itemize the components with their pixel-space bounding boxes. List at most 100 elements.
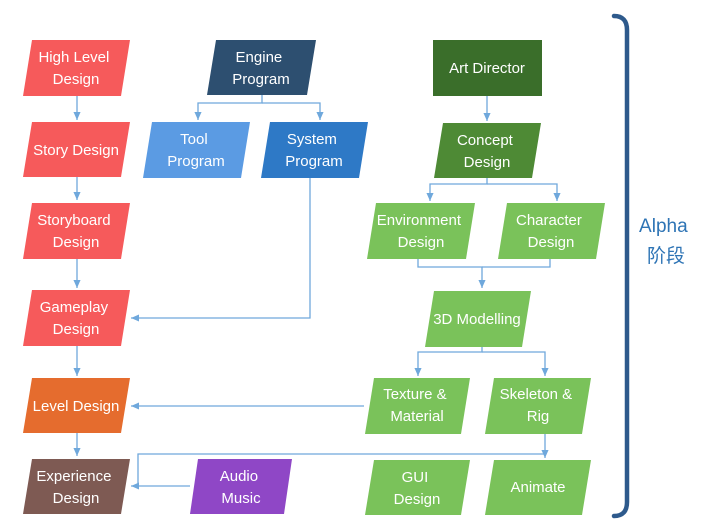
system-program-line1: System: [287, 131, 337, 148]
gui-design-line1: GUI: [402, 469, 429, 486]
node-texture-material: Texture & Material: [365, 378, 470, 434]
engine-program-shape: [207, 40, 316, 95]
level-design-shape: [23, 378, 130, 433]
high-level-design-shape: [23, 40, 130, 96]
level-design-line1: Level Design: [33, 398, 120, 415]
connector-engine-to-tool: [194, 95, 263, 120]
gui-design-shape: [365, 460, 470, 515]
skeleton-rig-shape: [485, 378, 591, 434]
tool-program-line2: Program: [167, 153, 225, 170]
concept-design-line1: Concept: [457, 132, 514, 149]
connector-environment-to-modelling: [417, 259, 486, 288]
svg-text:Art Director: Art Director: [449, 60, 525, 77]
art-director-shape: [433, 40, 542, 96]
audio-music-line1: Audio: [220, 468, 258, 485]
engine-program-line2: Program: [232, 71, 290, 88]
tool-program-line1: Tool: [180, 131, 208, 148]
connector-modelling-to-skeleton: [482, 351, 549, 376]
concept-design-shape: [434, 123, 541, 178]
node-experience-design: Experience Design: [23, 459, 130, 514]
modelling-3d-shape: [425, 291, 531, 347]
storyboard-design-line2: Design: [53, 234, 100, 251]
system-program-line2: Program: [285, 153, 343, 170]
character-design-line1: Character: [516, 212, 582, 229]
svg-text:Level Design: Level Design: [33, 398, 120, 415]
node-art-director: Art Director: [433, 40, 542, 96]
experience-design-shape: [23, 459, 130, 514]
svg-text:System Program: System Program: [285, 131, 343, 170]
experience-design-line2: Design: [53, 490, 100, 507]
story-design-line1: Story Design: [33, 142, 119, 159]
node-gameplay-design: Gameplay Design: [23, 290, 130, 346]
connector-system-to-gameplay: [131, 178, 311, 322]
svg-text:Animate: Animate: [510, 479, 565, 496]
story-design-shape: [23, 122, 130, 177]
connectors: [73, 95, 561, 490]
svg-text:Gameplay Design: Gameplay Design: [40, 299, 113, 338]
skeleton-rig-line2: Rig: [527, 408, 550, 425]
svg-text:Audio Music: Audio Music: [220, 468, 263, 507]
node-high-level-design: High Level Design: [23, 40, 130, 96]
svg-text:Skeleton & Rig: Skeleton & Rig: [500, 386, 577, 425]
connector-modelling-to-texture: [414, 347, 483, 376]
svg-text:Character Design: Character Design: [516, 212, 586, 251]
connector-engine-to-system: [262, 102, 324, 120]
character-design-line2: Design: [528, 234, 575, 251]
connector-art-to-experience: [131, 453, 545, 490]
node-level-design: Level Design: [23, 378, 130, 433]
connector-character-to-modelling: [482, 259, 551, 268]
animate-line1: Animate: [510, 479, 565, 496]
gameplay-design-line1: Gameplay: [40, 299, 109, 316]
gameplay-design-shape: [23, 290, 130, 346]
svg-text:Storyboard Design: Storyboard Design: [37, 212, 115, 251]
svg-text:Texture & Material: Texture & Material: [383, 386, 451, 425]
svg-text:High Level Design: High Level Design: [38, 49, 113, 88]
experience-design-line1: Experience: [36, 468, 111, 485]
connector-concept-to-environment: [426, 178, 488, 201]
engine-program-line1: Engine: [236, 49, 283, 66]
svg-text:Concept Design: Concept Design: [457, 132, 517, 171]
high-level-design-line1: High Level: [38, 49, 109, 66]
node-character-design: Character Design: [498, 203, 605, 259]
svg-text:GUI Design: GUI Design: [394, 469, 441, 508]
texture-material-line2: Material: [390, 408, 443, 425]
svg-text:Engine Program: Engine Program: [232, 49, 290, 88]
texture-material-line1: Texture &: [383, 386, 446, 403]
phase-label-line1: Alpha: [639, 216, 688, 237]
texture-material-shape: [365, 378, 470, 434]
system-program-shape: [261, 122, 368, 178]
node-3d-modelling: 3D Modelling: [425, 291, 531, 347]
node-audio-music: Audio Music: [190, 459, 292, 514]
node-story-design: Story Design: [23, 122, 130, 177]
gameplay-design-line2: Design: [53, 321, 100, 338]
character-design-shape: [498, 203, 605, 259]
svg-text:Story Design: Story Design: [33, 142, 119, 159]
phase-label: Alpha 阶段: [639, 216, 693, 267]
skeleton-rig-line1: Skeleton &: [500, 386, 573, 403]
svg-text:Environment Design: Environment Design: [377, 212, 465, 251]
phase-brace: [611, 13, 630, 519]
node-gui-design: GUI Design: [365, 460, 470, 515]
tool-program-shape: [143, 122, 250, 178]
environment-design-shape: [367, 203, 475, 259]
storyboard-design-shape: [23, 203, 130, 259]
environment-design-line2: Design: [398, 234, 445, 251]
node-animate: Animate: [485, 460, 591, 515]
svg-text:Tool Program: Tool Program: [167, 131, 225, 170]
environment-design-line1: Environment: [377, 212, 462, 229]
connector-concept-to-character: [487, 183, 561, 201]
gui-design-line2: Design: [394, 491, 441, 508]
high-level-design-line2: Design: [53, 71, 100, 88]
audio-music-shape: [190, 459, 292, 514]
node-system-program: System Program: [261, 122, 368, 178]
node-concept-design: Concept Design: [434, 123, 541, 178]
node-environment-design: Environment Design: [367, 203, 475, 259]
phase-label-line2: 阶段: [647, 245, 685, 267]
node-tool-program: Tool Program: [143, 122, 250, 178]
modelling-3d-line1: 3D Modelling: [433, 311, 521, 328]
node-engine-program: Engine Program: [207, 40, 316, 95]
node-storyboard-design: Storyboard Design: [23, 203, 130, 259]
animate-shape: [485, 460, 591, 515]
storyboard-design-line1: Storyboard: [37, 212, 110, 229]
